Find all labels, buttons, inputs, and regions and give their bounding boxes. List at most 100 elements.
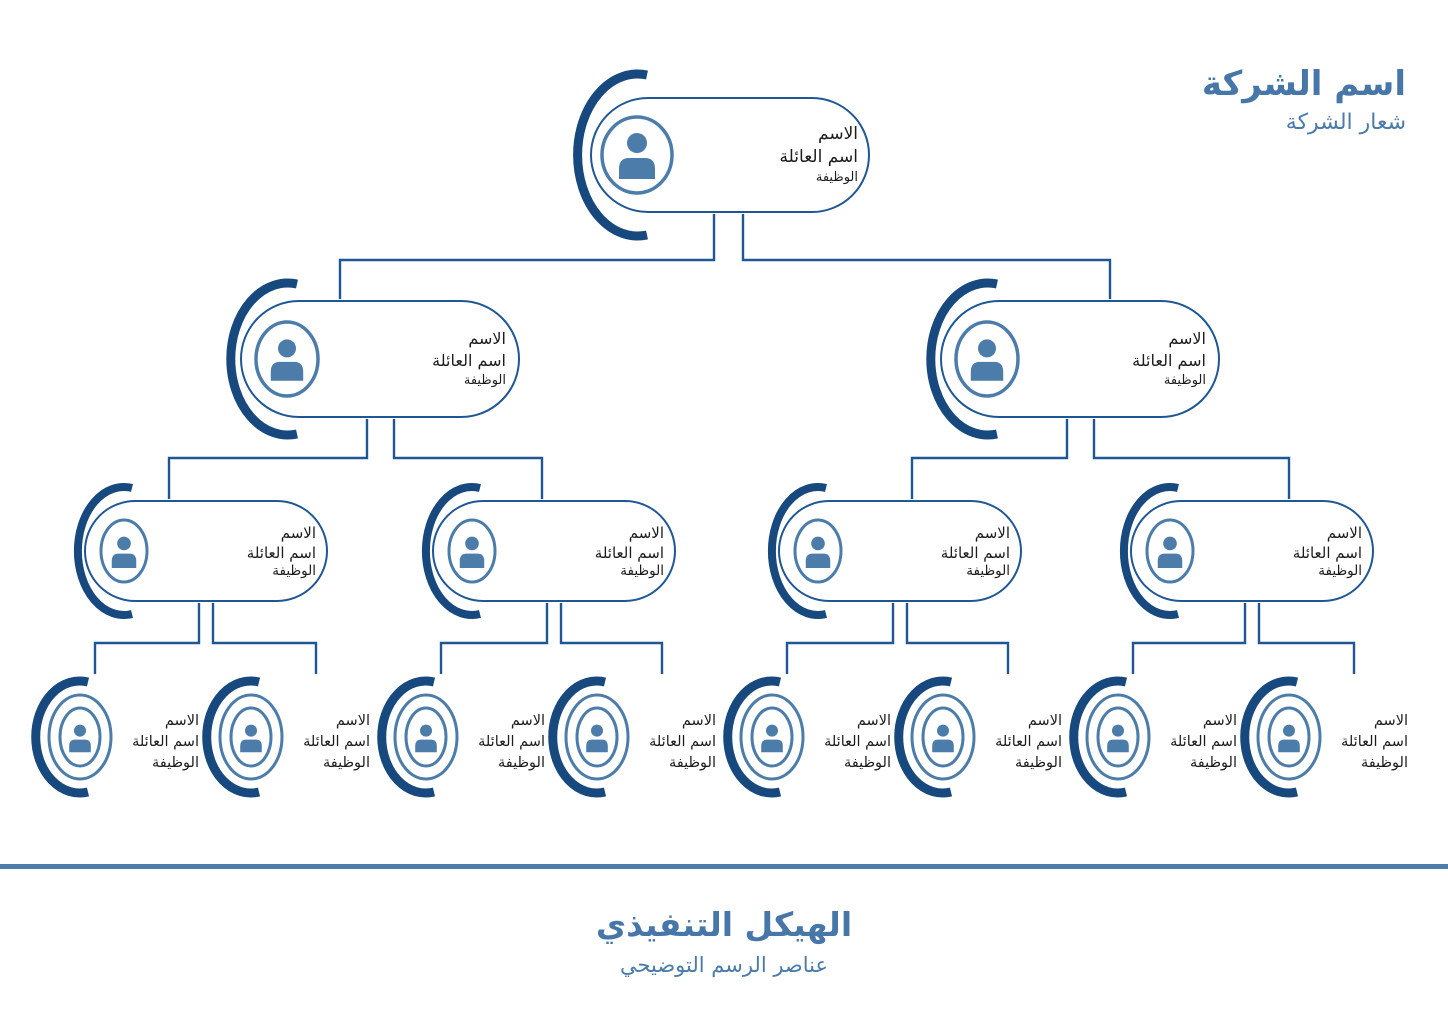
company-logo-text: شعار الشركة <box>1285 110 1406 135</box>
node-labels: الاسم اسم العائلة الوظيفة <box>290 711 370 774</box>
person-family-name: اسم العائلة <box>478 734 545 750</box>
connector-l2l-right <box>392 419 544 499</box>
person-name: الاسم <box>164 713 199 729</box>
connector-l2r-left <box>910 419 1069 499</box>
person-job-title: الوظيفة <box>844 755 891 771</box>
avatar-outer-ring <box>393 693 459 781</box>
person-job-title: الوظيفة <box>966 563 1010 579</box>
avatar-outer-ring <box>1256 693 1322 781</box>
avatar-ring <box>404 706 448 768</box>
person-family-name: اسم العائلة <box>303 734 370 750</box>
connector-l3b-right <box>559 603 664 674</box>
person-name: الاسم <box>1373 713 1408 729</box>
connector-l2r-right <box>1092 419 1291 499</box>
node-labels: الاسم اسم العائلة الوظيفة <box>811 711 891 774</box>
company-name: اسم الشركة <box>1201 64 1406 104</box>
person-name: الاسم <box>280 524 316 542</box>
avatar-ring <box>750 706 794 768</box>
person-name: الاسم <box>335 713 370 729</box>
node-level3-4[interactable]: الاسم اسم العائلة الوظيفة <box>1119 483 1374 619</box>
person-family-name: اسم العائلة <box>1132 351 1206 370</box>
person-name: الاسم <box>1326 524 1362 542</box>
person-family-name: اسم العائلة <box>432 351 506 370</box>
person-family-name: اسم العائلة <box>1170 734 1237 750</box>
person-job-title: الوظيفة <box>620 563 664 579</box>
arc-decoration <box>31 676 90 798</box>
person-icon <box>932 724 954 753</box>
avatar-outer-ring <box>564 693 630 781</box>
footer: الهيكل التنفيذي عناصر الرسم التوضيحي <box>0 902 1448 980</box>
avatar-ring <box>575 706 619 768</box>
person-name: الاسم <box>818 124 858 144</box>
node-labels: الاسم اسم العائلة الوظيفة <box>465 711 545 774</box>
node-level4-5[interactable]: الاسم اسم العائلة الوظيفة <box>723 676 893 798</box>
avatar-outer-ring <box>739 693 805 781</box>
arc-decoration <box>377 676 436 798</box>
person-name: الاسم <box>974 524 1010 542</box>
person-job-title: الوظيفة <box>1163 373 1206 388</box>
person-family-name: اسم العائلة <box>1341 734 1408 750</box>
node-labels: الاسم اسم العائلة الوظيفة <box>1157 711 1237 774</box>
person-family-name: اسم العائلة <box>594 544 664 562</box>
node-level2-left[interactable]: الاسم اسم العائلة الوظيفة <box>226 278 520 440</box>
person-name: الاسم <box>856 713 891 729</box>
person-family-name: اسم العائلة <box>940 544 1010 562</box>
person-family-name: اسم العائلة <box>779 147 858 167</box>
connector-l3c-left <box>785 603 895 674</box>
node-level2-right[interactable]: الاسم اسم العائلة الوظيفة <box>926 278 1220 440</box>
avatar-ring <box>1267 706 1311 768</box>
person-job-title: الوظيفة <box>815 170 858 185</box>
node-labels: الاسم اسم العائلة الوظيفة <box>119 711 199 774</box>
person-family-name: اسم العائلة <box>649 734 716 750</box>
avatar-outer-ring <box>47 693 113 781</box>
node-level4-2[interactable]: الاسم اسم العائلة الوظيفة <box>202 676 372 798</box>
node-level3-1[interactable]: الاسم اسم العائلة الوظيفة <box>73 483 328 619</box>
connector-l3d-right <box>1257 603 1356 674</box>
arc-decoration <box>202 676 261 798</box>
person-icon <box>1107 724 1129 753</box>
node-level4-7[interactable]: الاسم اسم العائلة الوظيفة <box>1069 676 1239 798</box>
node-level4-3[interactable]: الاسم اسم العائلة الوظيفة <box>377 676 547 798</box>
connector-l3c-right <box>905 603 1010 674</box>
node-labels: الاسم اسم العائلة الوظيفة <box>186 523 316 580</box>
node-level4-6[interactable]: الاسم اسم العائلة الوظيفة <box>894 676 1064 798</box>
person-name: الاسم <box>628 524 664 542</box>
person-job-title: الوظيفة <box>152 755 199 771</box>
person-name: الاسم <box>510 713 545 729</box>
connector-l3a-right <box>211 603 318 674</box>
connector-l3b-left <box>439 603 549 674</box>
node-level3-2[interactable]: الاسم اسم العائلة الوظيفة <box>421 483 676 619</box>
node-level1-root[interactable]: الاسم اسم العائلة الوظيفة <box>573 69 870 241</box>
person-job-title: الوظيفة <box>463 373 506 388</box>
node-level3-3[interactable]: الاسم اسم العائلة الوظيفة <box>767 483 1022 619</box>
person-job-title: الوظيفة <box>272 563 316 579</box>
node-labels: الاسم اسم العائلة الوظيفة <box>880 523 1010 580</box>
node-labels: الاسم اسم العائلة الوظيفة <box>1328 711 1408 774</box>
person-icon <box>69 724 91 753</box>
node-labels: الاسم اسم العائلة الوظيفة <box>982 711 1062 774</box>
avatar-ring <box>58 706 102 768</box>
node-level4-8[interactable]: الاسم اسم العائلة الوظيفة <box>1240 676 1410 798</box>
person-name: الاسم <box>681 713 716 729</box>
person-job-title: الوظيفة <box>1190 755 1237 771</box>
person-family-name: اسم العائلة <box>1292 544 1362 562</box>
avatar-outer-ring <box>910 693 976 781</box>
person-job-title: الوظيفة <box>498 755 545 771</box>
arc-decoration <box>894 676 953 798</box>
person-name: الاسم <box>468 329 506 348</box>
footer-subheading: عناصر الرسم التوضيحي <box>619 953 829 977</box>
node-level4-4[interactable]: الاسم اسم العائلة الوظيفة <box>548 676 718 798</box>
avatar-ring <box>921 706 965 768</box>
connector-l2l-left <box>167 419 369 499</box>
avatar-outer-ring <box>218 693 284 781</box>
node-labels: الاسم اسم العائلة الوظيفة <box>1232 523 1362 580</box>
node-level4-1[interactable]: الاسم اسم العائلة الوظيفة <box>31 676 201 798</box>
person-job-title: الوظيفة <box>1318 563 1362 579</box>
person-family-name: اسم العائلة <box>995 734 1062 750</box>
person-job-title: الوظيفة <box>669 755 716 771</box>
arc-decoration <box>723 676 782 798</box>
arc-decoration <box>1240 676 1299 798</box>
node-labels: الاسم اسم العائلة الوظيفة <box>636 711 716 774</box>
connector-l3a-left <box>93 603 201 674</box>
